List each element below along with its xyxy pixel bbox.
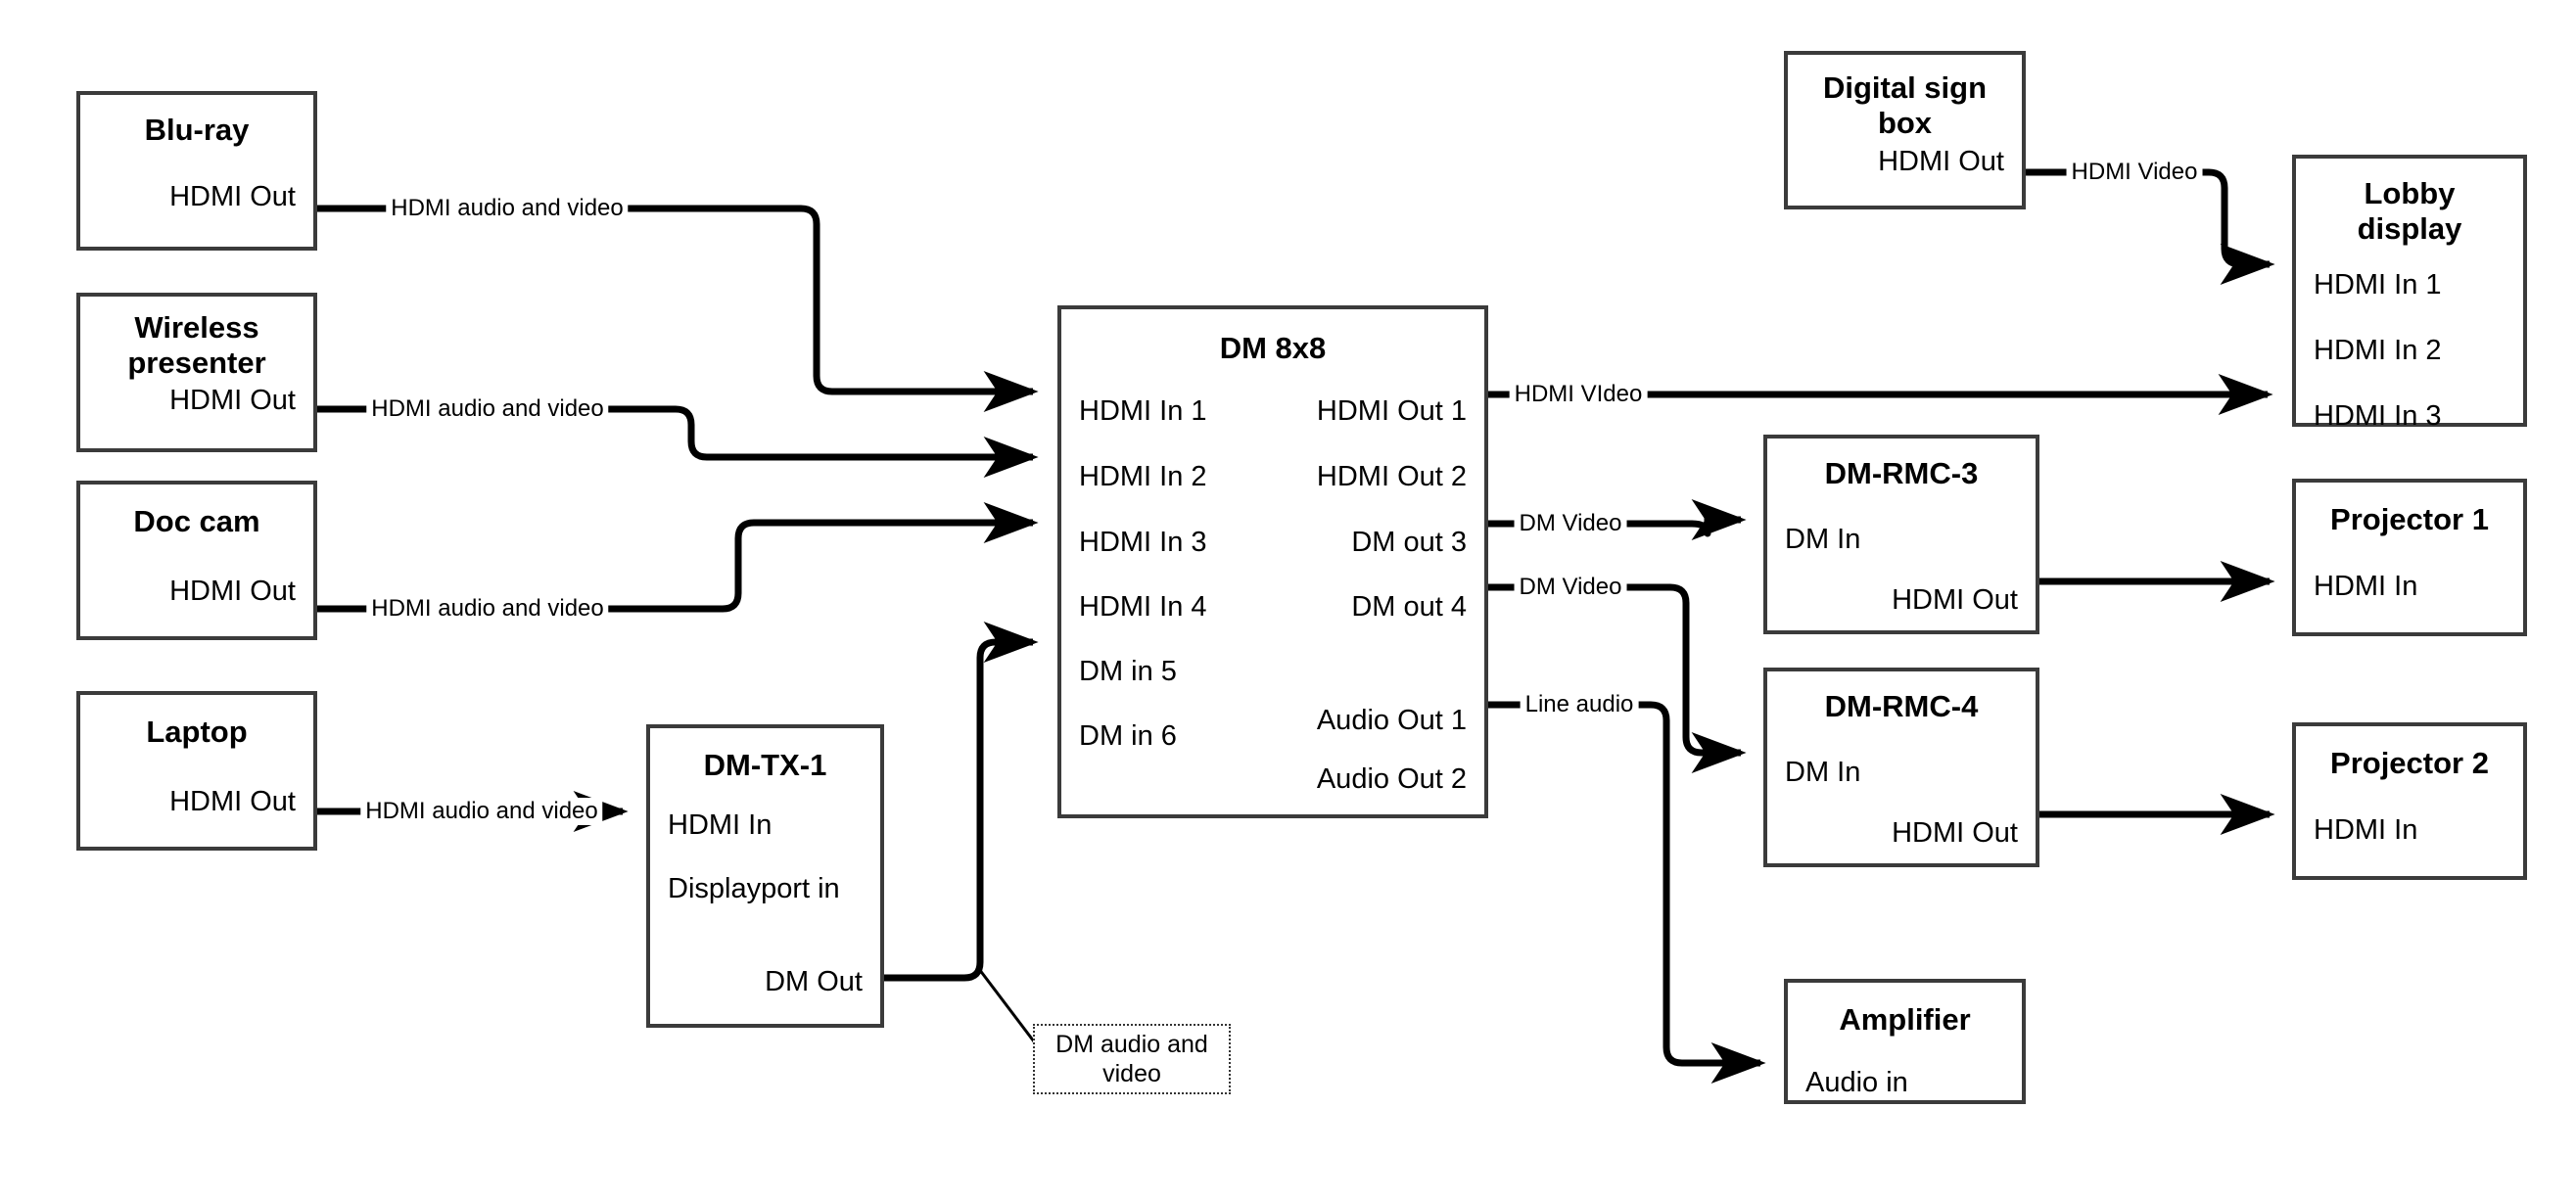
device-title: DM-RMC-4	[1824, 689, 1979, 723]
port-hdmi-in-3[interactable]: HDMI In 3	[2314, 400, 2442, 432]
edge-label-bluray-to-dm8x8-in1: HDMI audio and video	[386, 195, 629, 222]
port-dm-out[interactable]: DM Out	[765, 966, 863, 997]
device-dm-rmc-3[interactable]: DM-RMC-3 DM In HDMI Out	[1763, 435, 2039, 634]
port-hdmi-out[interactable]: HDMI Out	[169, 786, 296, 817]
device-title: Wireless presenter	[127, 310, 266, 380]
port-hdmi-out-1[interactable]: HDMI Out 1	[1316, 395, 1467, 427]
port-dm-in[interactable]: DM In	[1785, 757, 1861, 788]
device-digital-sign-box[interactable]: Digital sign box HDMI Out	[1784, 51, 2026, 209]
line-dm8x8-out3-to-rmc3	[1488, 498, 1747, 540]
edge-label-dm8x8-audio1-to-amp: Line audio	[1520, 691, 1639, 718]
device-title: Blu-ray	[144, 113, 250, 147]
device-title: Lobby display	[2357, 176, 2462, 246]
callout-dm-audio-and-video: DM audio and video	[1033, 1024, 1231, 1094]
port-hdmi-in-2[interactable]: HDMI In 2	[1079, 461, 1207, 492]
port-hdmi-out-2[interactable]: HDMI Out 2	[1316, 461, 1467, 492]
leader-line-dm-audio-video-note	[977, 968, 1042, 1050]
port-hdmi-in[interactable]: HDMI In	[2314, 571, 2418, 602]
device-laptop[interactable]: Laptop HDMI Out	[76, 691, 317, 851]
device-title: Projector 1	[2330, 502, 2489, 536]
edge-label-laptop-to-dmtx1: HDMI audio and video	[360, 798, 603, 825]
device-title: Amplifier	[1839, 1002, 1971, 1037]
line-signbox-to-lobby-in1	[2026, 168, 2275, 285]
port-hdmi-out[interactable]: HDMI Out	[169, 181, 296, 212]
edge-label-wireless-to-dm8x8-in2: HDMI audio and video	[366, 395, 609, 423]
edge-label-doccam-to-dm8x8-in3: HDMI audio and video	[366, 595, 609, 623]
port-dm-in-5[interactable]: DM in 5	[1079, 656, 1177, 687]
line-dm8x8-out4-to-rmc4	[1488, 583, 1747, 773]
port-hdmi-in-3[interactable]: HDMI In 3	[1079, 527, 1207, 558]
port-audio-in[interactable]: Audio in	[1805, 1067, 1908, 1098]
line-bluray-to-dm8x8-in1	[317, 205, 1039, 412]
port-hdmi-out[interactable]: HDMI Out	[169, 576, 296, 607]
device-title: DM-RMC-3	[1824, 456, 1979, 490]
line-doccam-to-dm8x8-in3	[317, 501, 1039, 613]
line-dm8x8-audio1-to-amp	[1488, 701, 1766, 1084]
port-hdmi-in[interactable]: HDMI In	[668, 809, 773, 841]
device-title: DM 8x8	[1219, 331, 1327, 365]
port-dm-in[interactable]: DM In	[1785, 524, 1861, 555]
device-dm-rmc-4[interactable]: DM-RMC-4 DM In HDMI Out	[1763, 668, 2039, 867]
port-dm-in-6[interactable]: DM in 6	[1079, 720, 1177, 752]
device-title: DM-TX-1	[703, 748, 827, 782]
device-amplifier[interactable]: Amplifier Audio in	[1784, 979, 2026, 1104]
line-dmtx1-to-dm8x8-in5	[884, 621, 1039, 982]
device-title: Doc cam	[133, 504, 260, 538]
device-wireless-presenter[interactable]: Wireless presenter HDMI Out	[76, 293, 317, 452]
port-dm-out-4[interactable]: DM out 4	[1351, 591, 1467, 623]
port-hdmi-out[interactable]: HDMI Out	[169, 385, 296, 416]
device-projector-2[interactable]: Projector 2 HDMI In	[2292, 722, 2527, 880]
device-lobby-display[interactable]: Lobby display HDMI In 1 HDMI In 2 HDMI I…	[2292, 155, 2527, 432]
device-dm-tx-1[interactable]: DM-TX-1 HDMI In Displayport in DM Out	[646, 724, 884, 1028]
device-projector-1[interactable]: Projector 1 HDMI In	[2292, 479, 2527, 636]
device-doc-cam[interactable]: Doc cam HDMI Out	[76, 481, 317, 640]
port-hdmi-in-4[interactable]: HDMI In 4	[1079, 591, 1207, 623]
device-title: Projector 2	[2330, 746, 2489, 780]
port-hdmi-in-1[interactable]: HDMI In 1	[1079, 395, 1207, 427]
port-hdmi-out[interactable]: HDMI Out	[1878, 146, 2004, 177]
port-hdmi-in[interactable]: HDMI In	[2314, 814, 2418, 846]
device-title: Laptop	[146, 715, 248, 749]
device-title: Digital sign box	[1822, 70, 1988, 140]
port-audio-out-2[interactable]: Audio Out 2	[1316, 763, 1467, 795]
device-dm-8x8[interactable]: DM 8x8 HDMI In 1 HDMI In 2 HDMI In 3 HDM…	[1057, 305, 1488, 818]
edge-label-signbox-to-lobby-in1: HDMI Video	[2066, 159, 2203, 186]
device-blu-ray[interactable]: Blu-ray HDMI Out	[76, 91, 317, 251]
edge-label-dm8x8-out3-to-rmc3: DM Video	[1514, 510, 1627, 537]
edge-label-dm8x8-out4-to-rmc4: DM Video	[1514, 574, 1627, 601]
port-hdmi-out[interactable]: HDMI Out	[1892, 817, 2018, 849]
port-displayport-in[interactable]: Displayport in	[668, 873, 840, 904]
port-audio-out-1[interactable]: Audio Out 1	[1316, 705, 1467, 736]
port-dm-out-3[interactable]: DM out 3	[1351, 527, 1467, 558]
line-wireless-to-dm8x8-in2	[317, 405, 1039, 478]
edge-label-dm8x8-out1-to-lobby-in3: HDMI VIdeo	[1509, 381, 1648, 408]
port-hdmi-in-2[interactable]: HDMI In 2	[2314, 335, 2442, 366]
port-hdmi-in-1[interactable]: HDMI In 1	[2314, 269, 2442, 300]
port-hdmi-out[interactable]: HDMI Out	[1892, 584, 2018, 616]
